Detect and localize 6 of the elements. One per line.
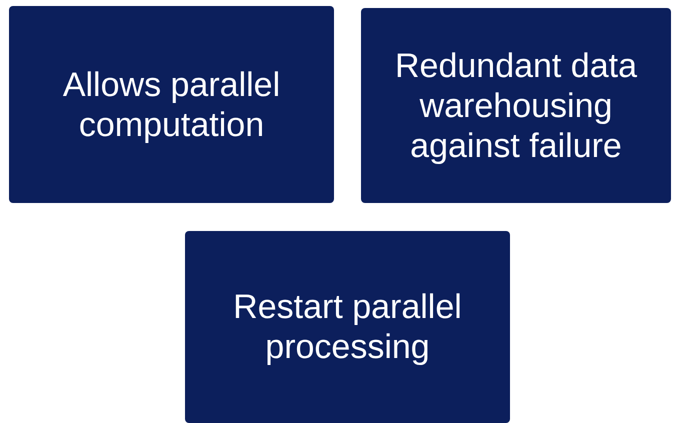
text-box <box>9 6 334 203</box>
box-text: Redundant data warehousing against failure <box>394 46 638 166</box>
text-box <box>361 8 671 203</box>
text-box <box>185 231 510 423</box>
box-text: Allows parallel computation <box>62 64 282 144</box>
box-text: Restart parallel processing <box>232 287 463 367</box>
